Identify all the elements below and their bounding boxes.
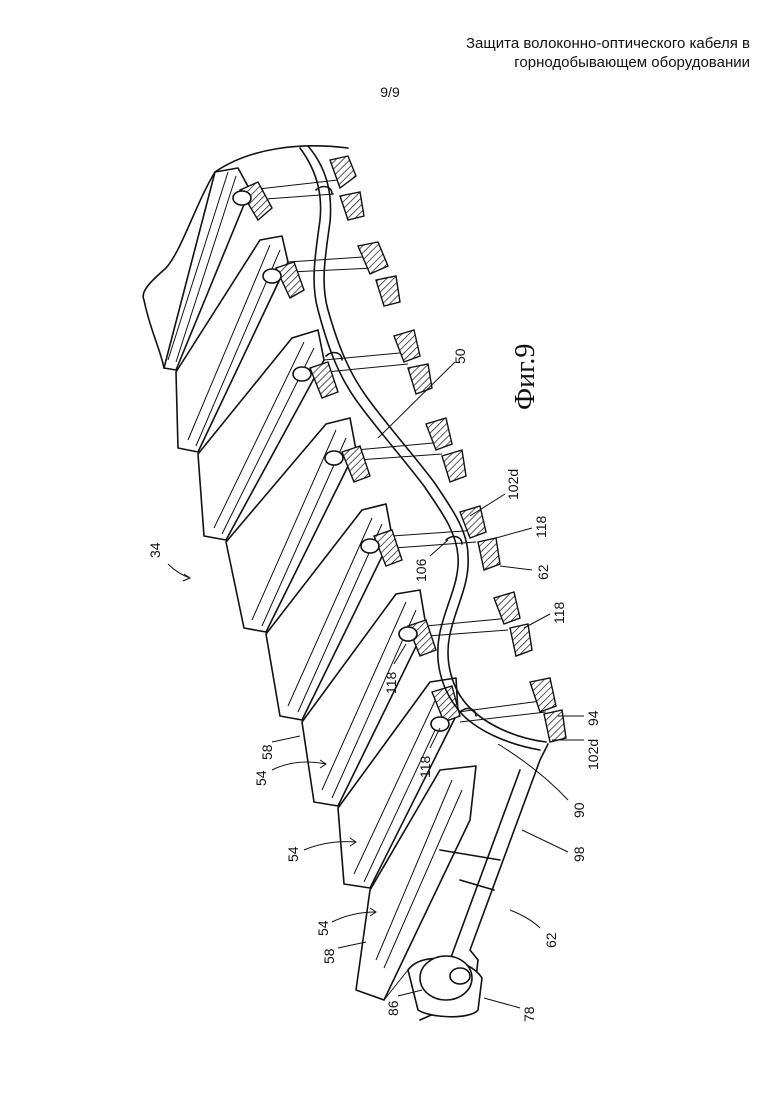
label-34: 34 [147, 542, 163, 558]
label-50: 50 [452, 348, 468, 364]
label-54-c: 54 [315, 920, 331, 936]
label-118-d: 118 [417, 755, 433, 778]
label-102d-top: 102d [505, 469, 521, 500]
label-58-a: 58 [259, 744, 275, 760]
label-58-b: 58 [321, 948, 337, 964]
label-98: 98 [571, 846, 587, 862]
figure-caption: Фиг.9 [510, 344, 541, 410]
label-54-b: 54 [285, 846, 301, 862]
label-78: 78 [521, 1006, 537, 1022]
label-106: 106 [413, 558, 429, 582]
label-118-a: 118 [533, 515, 549, 538]
label-62-mid: 62 [535, 564, 551, 580]
label-102d-bot: 102d [585, 739, 601, 770]
label-86: 86 [385, 1000, 401, 1016]
label-54-a: 54 [253, 770, 269, 786]
label-118-b: 118 [551, 601, 567, 624]
label-90: 90 [571, 802, 587, 818]
label-118-c: 118 [383, 671, 399, 694]
label-94: 94 [585, 710, 601, 726]
label-62-bot: 62 [543, 932, 559, 948]
